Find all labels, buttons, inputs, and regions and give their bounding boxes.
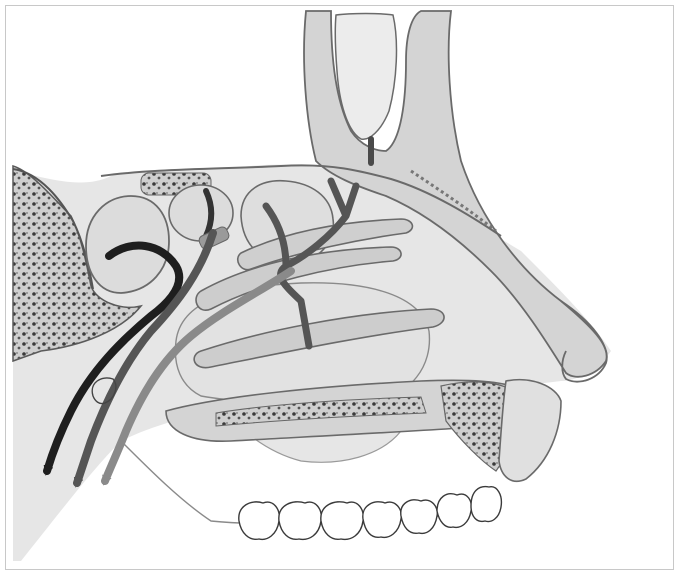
tooth <box>401 500 438 534</box>
figure-frame <box>5 5 674 570</box>
nasal-cavity-illustration <box>6 6 674 570</box>
tooth <box>471 487 501 522</box>
upper-lip <box>499 380 561 482</box>
upper-teeth <box>239 487 502 540</box>
tooth <box>279 502 321 540</box>
tooth <box>321 502 363 540</box>
tooth <box>437 494 471 528</box>
tooth <box>239 502 280 539</box>
tooth <box>363 502 402 538</box>
